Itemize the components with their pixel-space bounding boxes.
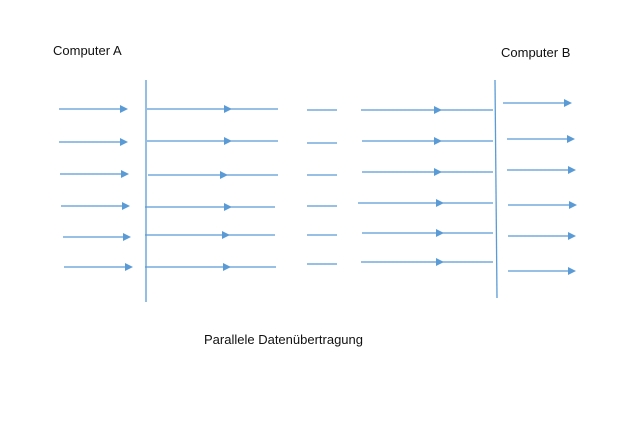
input-arrow-1-head [120,105,128,113]
input-arrow-4-head [122,202,130,210]
segment-b-3-arrowhead [434,168,442,176]
segment-a-3-arrowhead [220,171,228,179]
output-arrow-3-head [568,166,576,174]
segment-b-4-arrowhead [436,199,444,207]
segment-b-2-arrowhead [434,137,442,145]
diagram-caption: Parallele Datenübertragung [204,332,363,347]
segment-a-5-arrowhead [222,231,230,239]
output-arrow-6-head [568,267,576,275]
computer-b-label: Computer B [501,45,571,60]
input-arrow-5-head [123,233,131,241]
segment-a-4-arrowhead [224,203,232,211]
output-arrow-2-head [567,135,575,143]
segment-b-5-arrowhead [436,229,444,237]
data-lines [59,99,577,275]
computer-b-boundary [494,79,498,299]
output-arrow-1-head [564,99,572,107]
input-arrow-6-head [125,263,133,271]
segment-b-6-arrowhead [436,258,444,266]
output-arrow-4-head [569,201,577,209]
input-arrow-2-head [120,138,128,146]
segment-a-6-arrowhead [223,263,231,271]
segment-a-2-arrowhead [224,137,232,145]
input-arrow-3-head [121,170,129,178]
segment-b-1-arrowhead [434,106,442,114]
output-arrow-5-head [568,232,576,240]
computer-a-label: Computer A [53,43,122,58]
segment-a-1-arrowhead [224,105,232,113]
